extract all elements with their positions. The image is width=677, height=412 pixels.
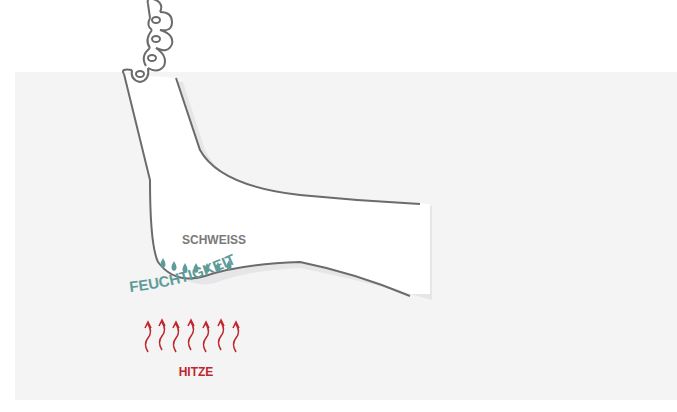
heat-label: HITZE (179, 365, 214, 379)
foot-outline (176, 78, 420, 204)
moisture-label: FEUCHTIGKEIT (128, 250, 237, 295)
sweat-label: SCHWEISS (182, 233, 246, 247)
curved-label: FEUCHTIGKEIT (128, 250, 237, 295)
background-panel (15, 72, 677, 400)
foot-outline (124, 74, 410, 296)
toes (123, 0, 172, 82)
foot-fill (124, 74, 430, 294)
heat-arrows (145, 320, 239, 352)
